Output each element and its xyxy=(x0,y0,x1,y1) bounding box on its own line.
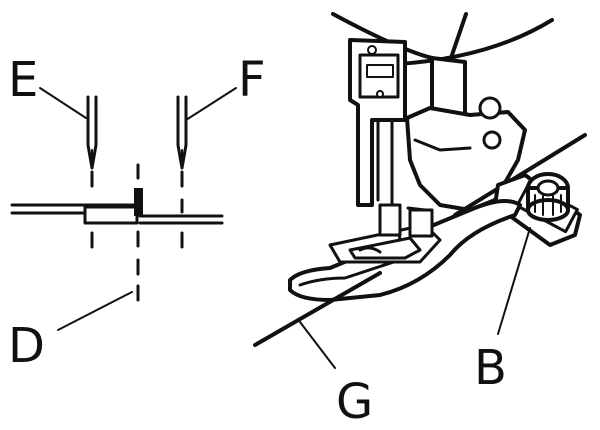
thread-g xyxy=(253,271,382,347)
presser-bar xyxy=(348,38,407,207)
leader-g xyxy=(299,321,336,369)
guide-block xyxy=(134,188,143,216)
label-d: D xyxy=(8,318,45,374)
needle-position-schematic: E F D xyxy=(8,52,266,374)
label-f: F xyxy=(238,52,266,108)
leader-e xyxy=(39,87,87,119)
label-e: E xyxy=(8,52,38,108)
leader-d xyxy=(57,291,133,331)
label-g: G xyxy=(336,374,373,430)
leader-b xyxy=(497,227,531,335)
thread-vertical xyxy=(450,12,468,57)
guide-rect xyxy=(83,205,139,225)
thread-top-right xyxy=(396,18,554,66)
needle-f xyxy=(176,95,188,249)
needle-e xyxy=(86,95,98,249)
label-b: B xyxy=(474,340,507,396)
leader-f xyxy=(185,87,237,121)
presser-foot-sole xyxy=(288,199,522,302)
presser-foot-illustration: B G xyxy=(253,12,587,430)
